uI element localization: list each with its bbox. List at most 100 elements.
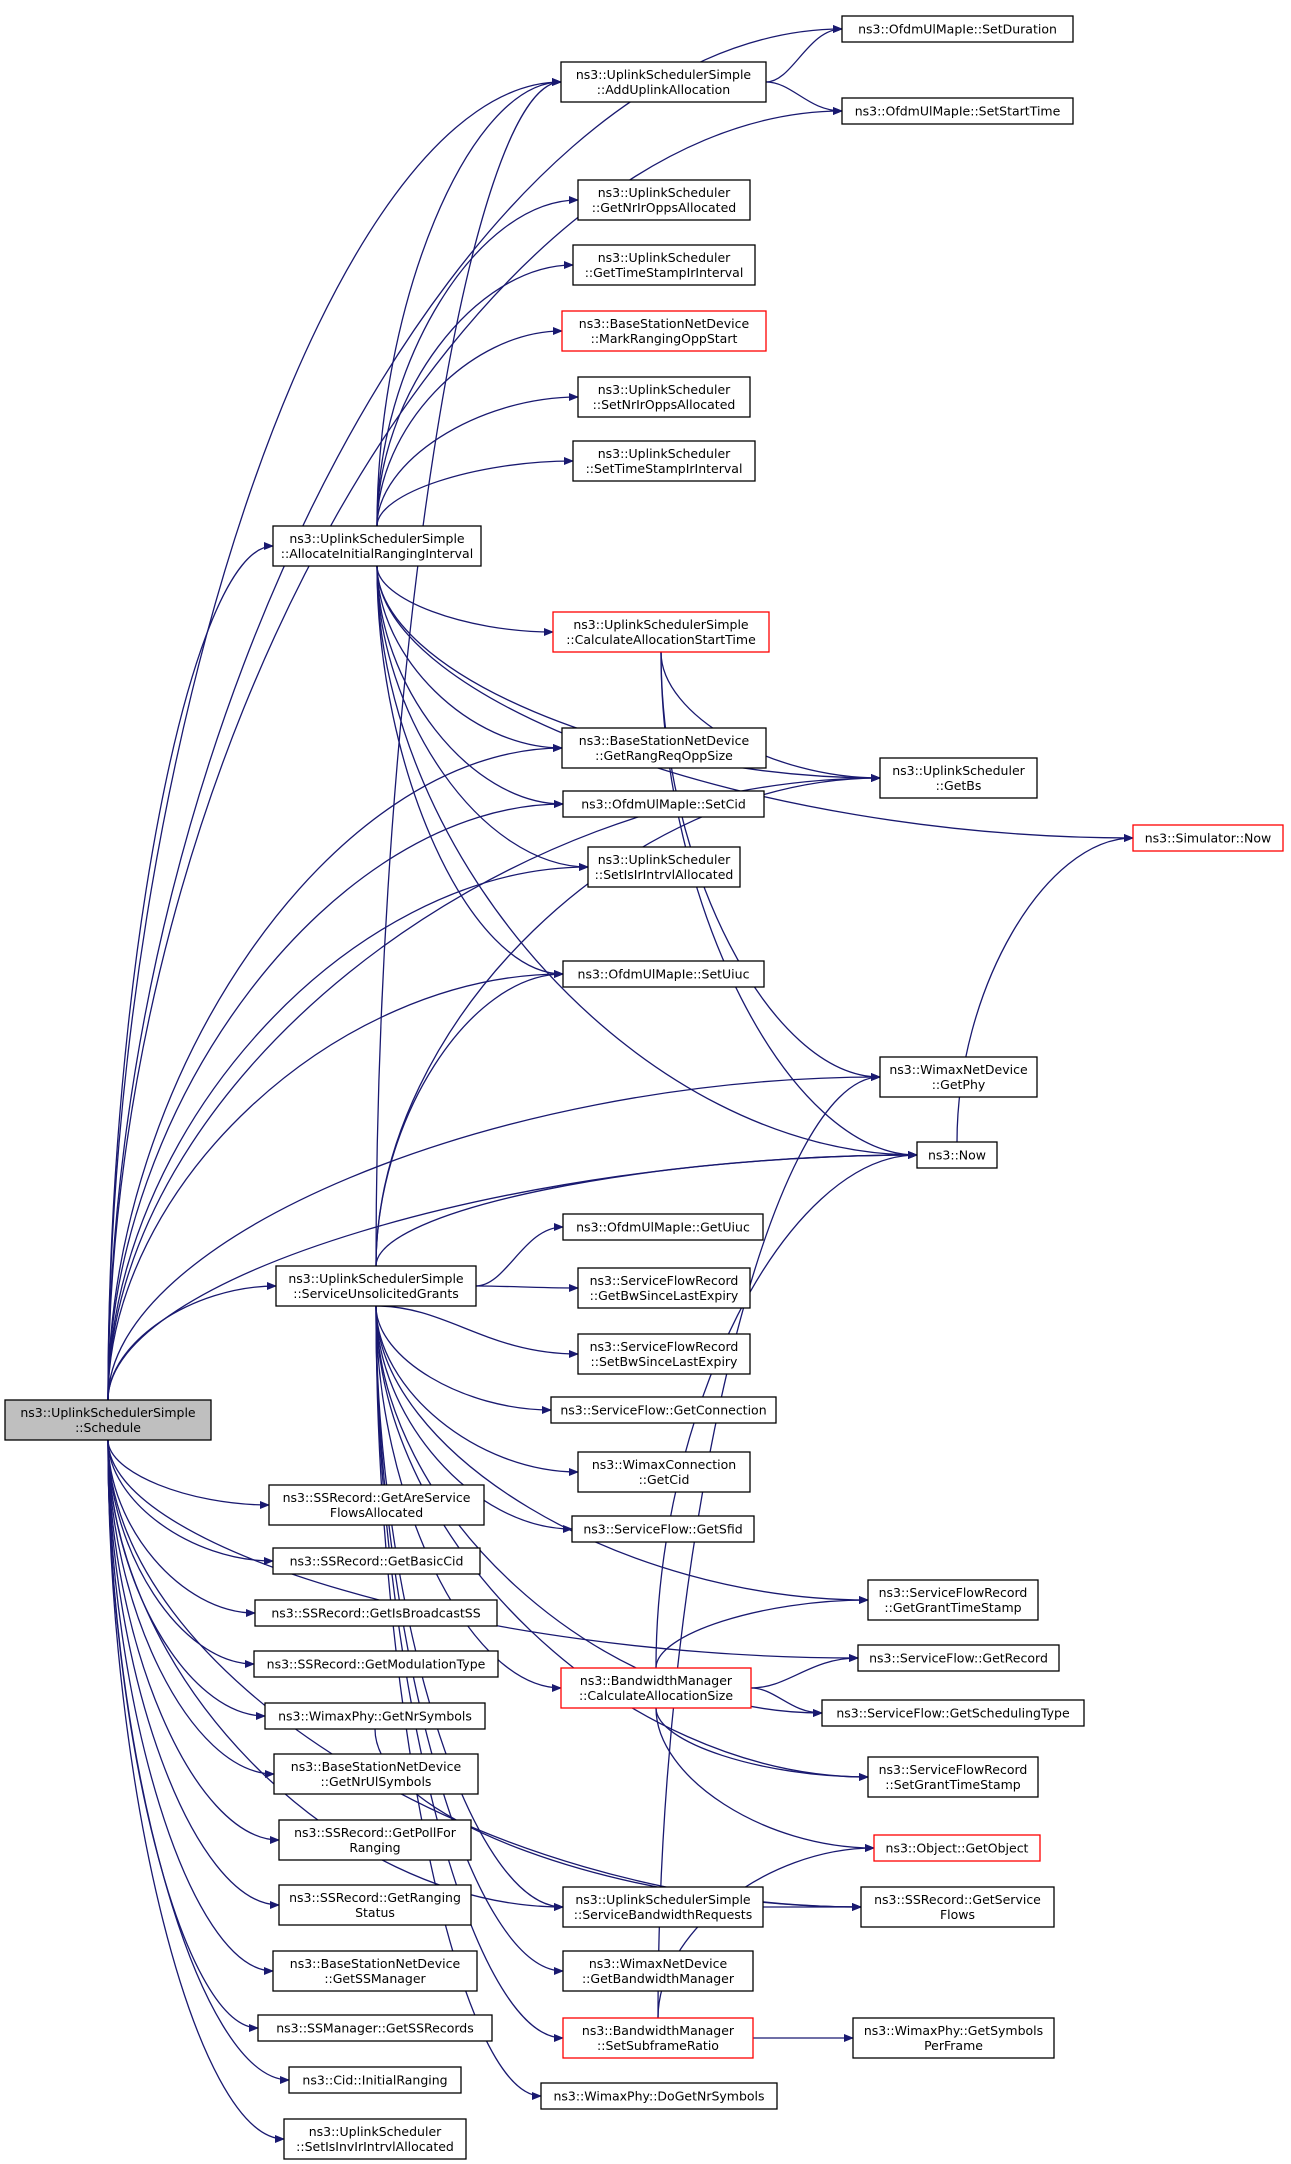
edge-path xyxy=(376,196,579,527)
node-setNrIrOpps[interactable]: ns3::UplinkScheduler::SetNrIrOppsAllocat… xyxy=(577,376,751,418)
node-box xyxy=(571,1515,755,1543)
edge-path xyxy=(107,1439,859,1662)
node-getRangReq[interactable]: ns3::BaseStationNetDevice::GetRangReqOpp… xyxy=(561,727,767,769)
edge-path xyxy=(376,261,574,527)
edge-path xyxy=(376,78,562,527)
node-setIsIr[interactable]: ns3::UplinkScheduler::SetIsIrIntrvlAlloc… xyxy=(587,846,741,888)
node-initialRanging[interactable]: ns3::Cid::InitialRanging xyxy=(288,2066,462,2094)
node-label: ::SetIsInvIrIntrvlAllocated xyxy=(296,2139,454,2154)
node-getModType[interactable]: ns3::SSRecord::GetModulationType xyxy=(253,1650,499,1678)
edge-path xyxy=(107,1439,266,1720)
edge-allocInitial-to-getNrIrOpps xyxy=(376,196,579,527)
node-box xyxy=(288,2066,462,2094)
node-box xyxy=(552,611,770,653)
edge-schedule-to-getRangReq xyxy=(107,744,563,1401)
node-getBwManager[interactable]: ns3::WimaxNetDevice::GetBandwidthManager xyxy=(562,1950,754,1992)
node-getSSRecords[interactable]: ns3::SSManager::GetSSRecords xyxy=(257,2014,493,2042)
node-box xyxy=(562,960,765,988)
node-label: ns3::ServiceFlow::GetSchedulingType xyxy=(836,1706,1070,1721)
node-setStartTime[interactable]: ns3::OfdmUlMapIe::SetStartTime xyxy=(841,97,1074,125)
node-setUiuc[interactable]: ns3::OfdmUlMapIe::SetUiuc xyxy=(562,960,765,988)
node-getIsBroadcast[interactable]: ns3::SSRecord::GetIsBroadcastSS xyxy=(254,1599,498,1627)
node-calcStart[interactable]: ns3::UplinkSchedulerSimple::CalculateAll… xyxy=(552,611,770,653)
edge-addUplink-to-setStartTime xyxy=(765,81,843,115)
edge-path xyxy=(107,744,563,1401)
node-doGetNrSymbols[interactable]: ns3::WimaxPhy::DoGetNrSymbols xyxy=(540,2082,778,2110)
node-box xyxy=(577,1267,751,1309)
node-label: ns3::ServiceFlow::GetSfid xyxy=(583,1522,742,1537)
edge-serviceUnsol-to-setUiuc xyxy=(375,970,564,1267)
node-box xyxy=(562,1950,754,1992)
node-label: ns3::SSRecord::GetBasicCid xyxy=(290,1554,464,1569)
node-box xyxy=(272,525,482,567)
node-allocInitial[interactable]: ns3::UplinkSchedulerSimple::AllocateInit… xyxy=(272,525,482,567)
node-getNrUlSymbols[interactable]: ns3::BaseStationNetDevice::GetNrUlSymbol… xyxy=(273,1753,479,1795)
node-markRanging[interactable]: ns3::BaseStationNetDevice::MarkRangingOp… xyxy=(561,310,767,352)
node-setBwSince[interactable]: ns3::ServiceFlowRecord::SetBwSinceLastEx… xyxy=(577,1333,751,1375)
node-wimaxGetPhy[interactable]: ns3::WimaxNetDevice::GetPhy xyxy=(879,1056,1038,1098)
node-getAreService[interactable]: ns3::SSRecord::GetAreServiceFlowsAllocat… xyxy=(268,1484,485,1526)
node-getBs[interactable]: ns3::UplinkScheduler::GetBs xyxy=(879,757,1038,799)
edge-schedule-to-setDuration xyxy=(107,25,843,1401)
node-serviceBw[interactable]: ns3::UplinkSchedulerSimple::ServiceBandw… xyxy=(562,1886,764,1928)
node-addUplink[interactable]: ns3::UplinkSchedulerSimple::AddUplinkAll… xyxy=(560,61,767,103)
node-getBwSince[interactable]: ns3::ServiceFlowRecord::GetBwSinceLastEx… xyxy=(577,1267,751,1309)
node-getObject[interactable]: ns3::Object::GetObject xyxy=(873,1834,1041,1862)
node-getSfid[interactable]: ns3::ServiceFlow::GetSfid xyxy=(571,1515,755,1543)
node-box xyxy=(561,727,767,769)
node-wimaxGetCid[interactable]: ns3::WimaxConnection::GetCid xyxy=(577,1451,751,1493)
node-label: ns3::UplinkScheduler xyxy=(598,446,731,461)
edge-allocInitial-to-setUiuc xyxy=(376,565,564,978)
node-setIsInv[interactable]: ns3::UplinkScheduler::SetIsInvIrIntrvlAl… xyxy=(283,2118,467,2160)
node-setDuration[interactable]: ns3::OfdmUlMapIe::SetDuration xyxy=(841,15,1074,43)
edge-schedule-to-serviceUnsol xyxy=(107,1282,277,1401)
edge-serviceUnsol-to-setSubframe xyxy=(375,1305,564,2042)
node-getRecord[interactable]: ns3::ServiceFlow::GetRecord xyxy=(857,1644,1060,1672)
edge-path xyxy=(107,1439,290,2084)
node-label: ns3::UplinkScheduler xyxy=(598,185,731,200)
edge-path xyxy=(376,565,564,808)
edge-schedule-to-setCid xyxy=(107,800,564,1401)
node-box xyxy=(257,2014,493,2042)
node-label: ns3::UplinkSchedulerSimple xyxy=(288,1271,464,1286)
edge-path xyxy=(376,457,574,527)
node-setSubframe[interactable]: ns3::BandwidthManager::SetSubframeRatio xyxy=(562,2017,754,2059)
node-label: ns3::Simulator::Now xyxy=(1145,831,1272,846)
node-box xyxy=(4,1399,212,1441)
node-getNrIrOpps[interactable]: ns3::UplinkScheduler::GetNrIrOppsAllocat… xyxy=(577,179,751,221)
edge-path xyxy=(655,1707,875,1852)
edge-path xyxy=(375,1305,564,2042)
node-getBasicCid[interactable]: ns3::SSRecord::GetBasicCid xyxy=(272,1547,481,1575)
node-getSchedType[interactable]: ns3::ServiceFlow::GetSchedulingType xyxy=(821,1699,1085,1727)
node-now[interactable]: ns3::Now xyxy=(916,1141,998,1169)
node-schedule[interactable]: ns3::UplinkSchedulerSimple::Schedule xyxy=(4,1399,212,1441)
node-getUiuc[interactable]: ns3::OfdmUlMapIe::GetUiuc xyxy=(562,1213,764,1241)
node-label: ::GetBandwidthManager xyxy=(582,1971,735,1986)
node-label: ::GetNrUlSymbols xyxy=(321,1774,432,1789)
node-label: ns3::UplinkScheduler xyxy=(309,2124,442,2139)
node-box xyxy=(253,1650,499,1678)
node-label: ns3::UplinkSchedulerSimple xyxy=(575,1892,751,1907)
node-label: ns3::SSRecord::GetRanging xyxy=(289,1890,461,1905)
node-simNow[interactable]: ns3::Simulator::Now xyxy=(1132,824,1284,852)
edge-allocInitial-to-setCid xyxy=(376,565,564,808)
node-setGrantTs[interactable]: ns3::ServiceFlowRecord::SetGrantTimeStam… xyxy=(867,1756,1039,1798)
node-calcAllocSize[interactable]: ns3::BandwidthManager::CalculateAllocati… xyxy=(560,1667,752,1709)
node-getConnection[interactable]: ns3::ServiceFlow::GetConnection xyxy=(550,1396,777,1424)
node-label: ns3::BandwidthManager xyxy=(582,2023,735,2038)
node-getNrSymbols[interactable]: ns3::WimaxPhy::GetNrSymbols xyxy=(264,1702,486,1730)
node-label: ::GetRangReqOppSize xyxy=(595,748,733,763)
node-setCid[interactable]: ns3::OfdmUlMapIe::SetCid xyxy=(562,790,765,818)
node-getTimeStampIr[interactable]: ns3::UplinkScheduler::GetTimeStampIrInte… xyxy=(572,244,756,286)
node-box xyxy=(272,1547,481,1575)
node-getSSManager[interactable]: ns3::BaseStationNetDevice::GetSSManager xyxy=(272,1950,478,1992)
edge-path xyxy=(107,774,881,1401)
node-setTimeStampIr[interactable]: ns3::UplinkScheduler::SetTimeStampIrInte… xyxy=(572,440,756,482)
edge-setSubframe-to-getObject xyxy=(657,1844,875,2019)
node-getGrantTs[interactable]: ns3::ServiceFlowRecord::GetGrantTimeStam… xyxy=(867,1579,1039,1621)
node-serviceUnsol[interactable]: ns3::UplinkSchedulerSimple::ServiceUnsol… xyxy=(275,1265,477,1307)
